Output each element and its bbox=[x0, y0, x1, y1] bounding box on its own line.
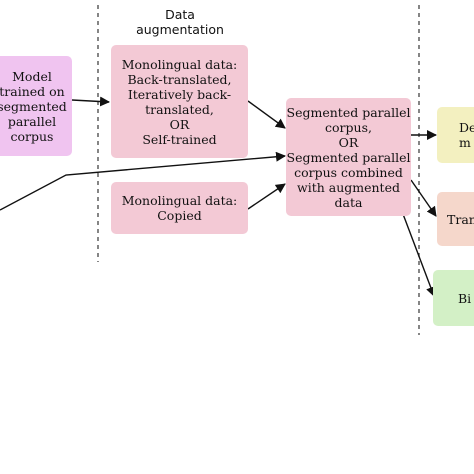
monolingual-copied-text: Monolingual data: Copied bbox=[121, 193, 238, 223]
monolingual-augmented-box: Monolingual data: Back-translated, Itera… bbox=[111, 45, 248, 158]
arrow-augmentation-to-corpus bbox=[247, 100, 286, 129]
arrow-model-to-augmentation bbox=[71, 96, 110, 107]
output-box-2-text: Tran bbox=[447, 211, 474, 227]
monolingual-augmented-text: Monolingual data: Back-translated, Itera… bbox=[121, 56, 238, 147]
segmented-corpus-box: Segmented parallel corpus, OR Segmented … bbox=[286, 98, 411, 216]
output-box-3-text: Bi bbox=[458, 290, 472, 306]
output-box-1-text: De m bbox=[459, 120, 474, 150]
segmented-corpus-text: Segmented parallel corpus, OR Segmented … bbox=[286, 104, 411, 210]
output-box-2: Tran bbox=[437, 192, 474, 246]
arrow-corpus-to-output-3 bbox=[402, 213, 436, 297]
model-box-text: Model trained on segmented parallel corp… bbox=[0, 68, 67, 144]
output-box-1: De m bbox=[437, 107, 474, 163]
arrow-copied-to-corpus bbox=[247, 183, 286, 210]
data-augmentation-label: Data augmentation bbox=[136, 7, 224, 37]
output-box-3: Bi bbox=[433, 270, 474, 326]
arrow-source-to-corpus bbox=[0, 151, 286, 211]
model-box: Model trained on segmented parallel corp… bbox=[0, 56, 72, 156]
arrow-corpus-to-output-2 bbox=[410, 179, 437, 217]
monolingual-copied-box: Monolingual data: Copied bbox=[111, 182, 248, 234]
